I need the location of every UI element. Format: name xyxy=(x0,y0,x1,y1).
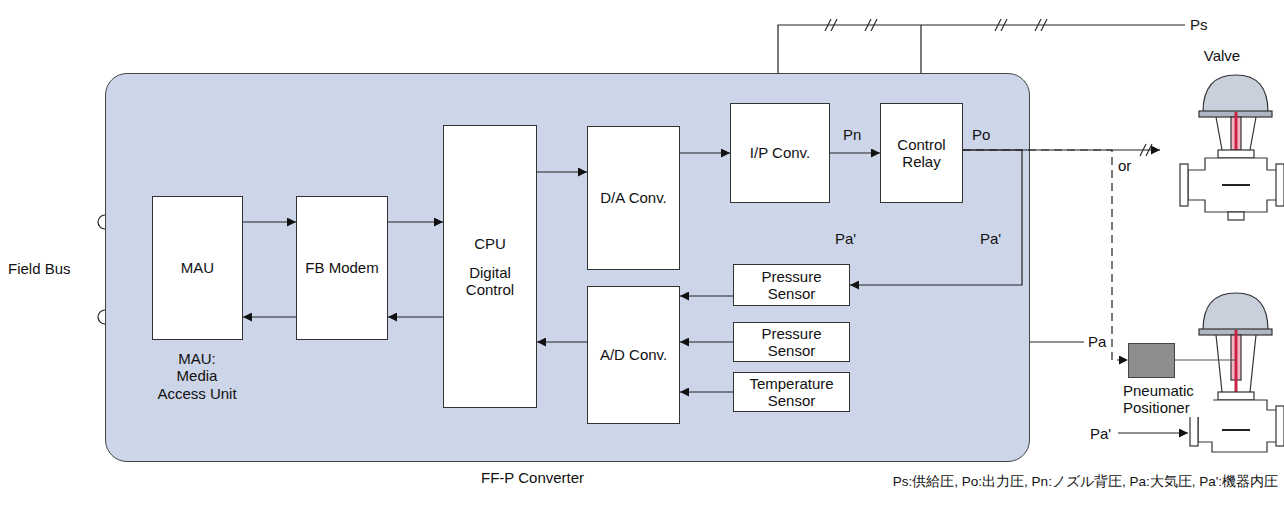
signal-arrow xyxy=(680,152,730,153)
process-box: MAU xyxy=(152,196,243,340)
pneumatic-mark xyxy=(871,19,877,31)
text-label: Ps xyxy=(1190,16,1208,33)
signal-arrow xyxy=(680,391,733,392)
signal-arrow xyxy=(850,150,1022,285)
process-box: I/P Conv. xyxy=(730,103,830,203)
positioner-box: Pneumatic Positioner xyxy=(1128,343,1175,378)
process-box: FB Modem xyxy=(296,196,388,340)
box-label: Pressure Sensor xyxy=(737,268,846,303)
process-box: CPU Digital Control xyxy=(443,125,537,408)
edge-label: Pn xyxy=(843,126,861,143)
signal-arrow xyxy=(537,341,587,342)
box-label: Valve xyxy=(1204,47,1240,64)
vent-line xyxy=(1118,432,1188,433)
pneumatic-mark xyxy=(825,19,831,31)
signal-arrow xyxy=(537,171,587,172)
signal-arrow xyxy=(243,316,296,317)
pneumatic-mark xyxy=(831,19,837,31)
converter-caption: FF-P Converter xyxy=(481,469,584,486)
dashed-connector xyxy=(963,150,1128,360)
bus-label: Field Bus xyxy=(8,260,71,277)
sensor-box: Temperature Sensor xyxy=(733,372,850,412)
valve-drawing xyxy=(1175,293,1284,452)
box-label: A/D Conv. xyxy=(600,346,667,363)
process-box: Control Relay xyxy=(880,103,963,203)
pneumatic-mark xyxy=(1035,19,1041,31)
process-box: D/A Conv. xyxy=(587,126,680,270)
box-label: Control Relay xyxy=(884,136,959,171)
box-label: I/P Conv. xyxy=(750,144,810,161)
box-label: D/A Conv. xyxy=(600,189,666,206)
text-label: Pa' xyxy=(980,230,1001,247)
text-label: Pa' xyxy=(835,230,856,247)
signal-arrow xyxy=(388,221,443,222)
pneumatic-mark xyxy=(865,19,871,31)
signal-arrow xyxy=(243,221,296,222)
signal-arrow xyxy=(830,152,880,153)
abbreviation-note: Ps:供給圧, Po:出力圧, Pn:ノズル背圧, Pa:大気圧, Pa':機器… xyxy=(893,474,1278,490)
unit-note: MAU: Media Access Unit xyxy=(157,350,237,402)
box-label: MAU xyxy=(181,259,214,276)
box-label: Temperature Sensor xyxy=(737,375,846,410)
text-label: Pa xyxy=(1088,333,1106,350)
box-label: Digital Control xyxy=(447,264,533,299)
box-label: Pressure Sensor xyxy=(737,325,846,360)
pneumatic-mark xyxy=(1041,19,1047,31)
text-label: Pa' xyxy=(1090,425,1111,442)
box-label: FB Modem xyxy=(305,259,378,276)
sensor-box: Pressure Sensor xyxy=(733,264,850,306)
signal-arrow xyxy=(680,295,733,296)
box-label: CPU xyxy=(474,235,506,252)
valve-node: Valve xyxy=(1160,45,1284,215)
pneumatic-mark xyxy=(995,19,1001,31)
pneumatic-mark xyxy=(1001,19,1007,31)
process-box: A/D Conv. xyxy=(587,286,680,424)
valve-drawing xyxy=(1180,75,1284,220)
box-label: Pneumatic Positioner xyxy=(1123,382,1213,417)
edge-label: Po xyxy=(972,126,990,143)
signal-arrow xyxy=(388,316,443,317)
converter-housing: FF-P ConverterMAUFB ModemCPUDigital Cont… xyxy=(105,73,1030,462)
text-label: or xyxy=(1118,157,1131,174)
sensor-box: Pressure Sensor xyxy=(733,322,850,362)
signal-arrow xyxy=(680,341,733,342)
